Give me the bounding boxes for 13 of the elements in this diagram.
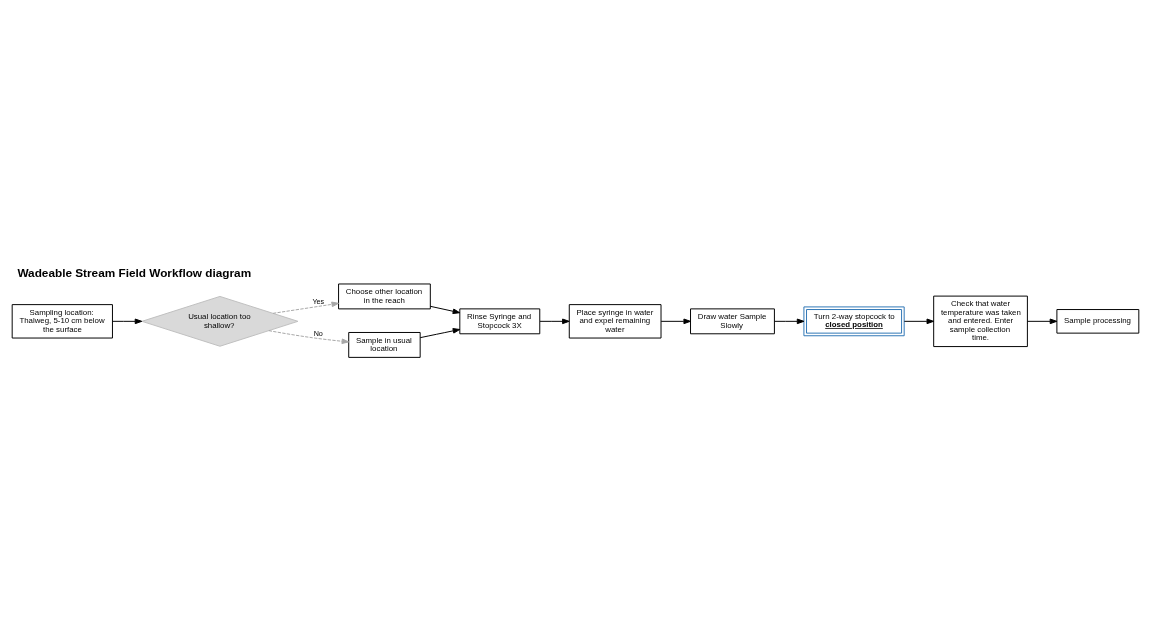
edge-label: Yes — [312, 297, 325, 307]
arrow — [268, 330, 350, 345]
arrow — [539, 318, 570, 325]
arrow — [1027, 318, 1058, 325]
diagram-title: Wadeable Stream Field Workflow diagram — [17, 266, 252, 280]
arrow — [419, 328, 461, 339]
edge-label: No — [313, 328, 323, 338]
arrow — [272, 301, 339, 314]
arrow — [112, 318, 143, 325]
arrow — [774, 318, 805, 325]
arrow — [660, 318, 691, 325]
arrow — [903, 318, 935, 325]
arrow — [429, 305, 461, 315]
